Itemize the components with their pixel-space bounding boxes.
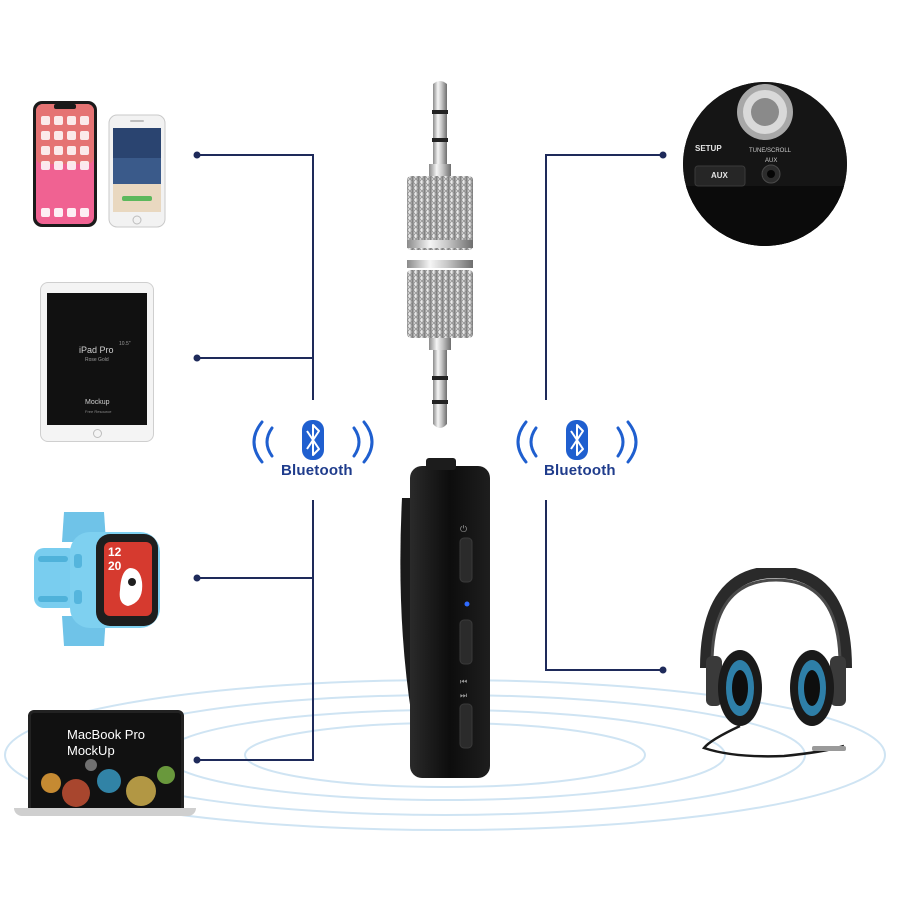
ipad-mockup: Mockup [85,399,110,406]
macbook-base [14,808,196,816]
stereo-setup-label: SETUP [695,144,722,153]
car-stereo-icon: SETUP TUNE/SCROLL AUX AUX [683,82,847,246]
macbook-line1: MacBook Pro [67,727,146,742]
svg-text:⏮: ⏮ [460,677,467,686]
ipad-mockup-sub: Free Resource [85,409,112,414]
svg-text:⏭: ⏭ [460,691,467,700]
stereo-tune-label: TUNE/SCROLL [749,148,792,154]
macbook-line2: MockUp [67,743,115,758]
left-wave-inner [265,426,274,458]
ipad-home-button [93,429,102,438]
car-stereo-art [683,82,847,246]
bluetooth-right-group [516,420,638,464]
ipad-subtitle: Rose Gold [85,357,109,363]
watch-hour: 12 [108,545,122,559]
smartwatch-icon [34,512,160,646]
right-wave-inner [352,426,361,458]
macbook-wallpaper [41,759,175,807]
ipad-screen: iPad Pro 10.5" Rose Gold Mockup Free Res… [47,293,147,425]
stereo-aux-port-label: AUX [765,158,778,164]
iphone-x-icon [33,101,97,227]
ipad-title: iPad Pro [79,345,114,355]
right-wave-outer [362,420,374,464]
aux-jack-icon [407,81,473,428]
macbook-icon: MacBook Pro MockUp [28,710,184,814]
ipad-size: 10.5" [119,341,131,347]
bluetooth-receiver-icon: ⏻ ⏮ ⏭ [400,458,490,778]
iphone-icon [108,114,166,228]
watch-minute: 20 [108,559,122,573]
ipad-icon: iPad Pro 10.5" Rose Gold Mockup Free Res… [40,282,154,442]
left-wave-outer [252,420,264,464]
stereo-aux-button: AUX [711,171,728,180]
svg-text:⏻: ⏻ [460,524,467,534]
headphones-icon [700,568,852,758]
bluetooth-left-group [252,420,374,464]
bluetooth-label-left: Bluetooth [281,462,353,479]
bluetooth-label-right: Bluetooth [544,462,616,479]
